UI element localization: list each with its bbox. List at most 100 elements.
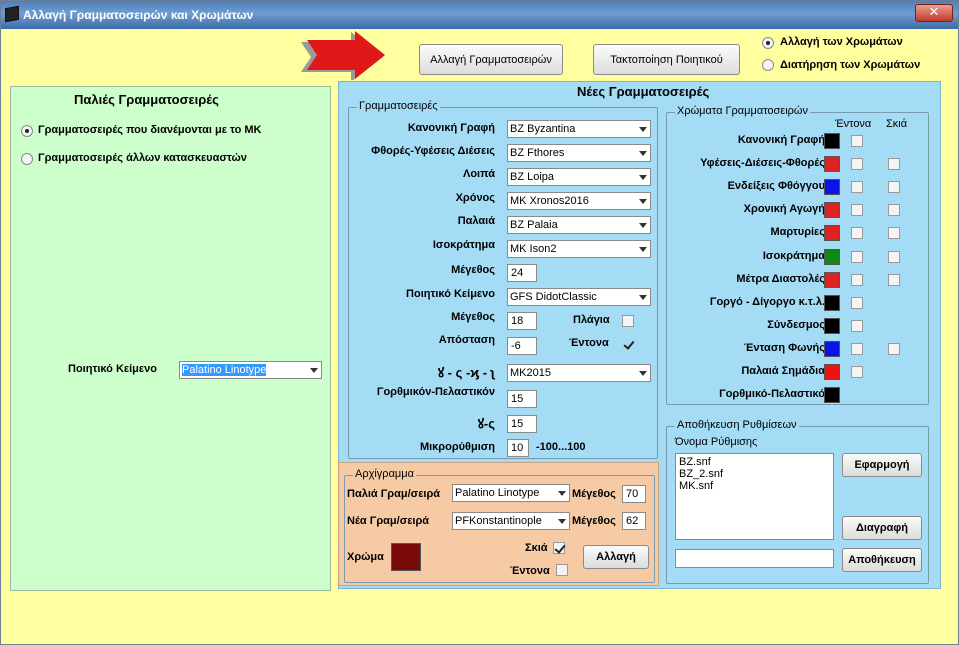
col-shadow-header: Σκιά xyxy=(886,118,908,130)
radio-change-colors[interactable] xyxy=(762,37,774,49)
list-item[interactable]: BZ.snf xyxy=(679,456,711,468)
shadow-checkbox[interactable] xyxy=(888,342,900,355)
color-swatch[interactable] xyxy=(824,225,840,242)
font-select-value: BZ Fthores xyxy=(510,147,565,159)
chevron-down-icon xyxy=(639,151,647,156)
shadow-checkbox[interactable] xyxy=(888,158,900,171)
color-swatch[interactable] xyxy=(824,387,840,404)
radio-mk-fonts[interactable] xyxy=(21,125,33,137)
bold-checkbox[interactable] xyxy=(851,250,863,263)
distance-input[interactable]: -6 xyxy=(507,337,537,355)
new-size-input[interactable]: 62 xyxy=(622,512,646,530)
bold-checkbox[interactable] xyxy=(622,338,634,350)
size-input[interactable]: 24 xyxy=(507,264,537,282)
bold-checkbox[interactable] xyxy=(851,158,863,171)
arrange-poetic-button[interactable]: Τακτοποίηση Ποιητικού xyxy=(593,44,740,75)
poetic-font-label: Ποιητικό Κείμενο xyxy=(406,288,495,300)
font-select-value: BZ Byzantina xyxy=(510,123,576,135)
new-font-select[interactable]: PFKonstantinople xyxy=(452,512,570,530)
color-swatch[interactable] xyxy=(824,294,840,311)
font-select-value: BZ Loipa xyxy=(510,171,555,183)
font-select-value: Palatino Linotype xyxy=(455,487,540,499)
save-button[interactable]: Αποθήκευση xyxy=(842,548,922,572)
bold-label: Έντονα xyxy=(569,337,609,349)
color-swatch[interactable] xyxy=(824,317,840,334)
change-button[interactable]: Αλλαγή xyxy=(583,545,649,569)
delete-button[interactable]: Διαγραφή xyxy=(842,516,922,540)
font-row-label: Κανονική Γραφή xyxy=(407,122,495,134)
new-fonts-title: Νέες Γραμματοσειρές xyxy=(577,84,710,99)
bold-checkbox[interactable] xyxy=(851,135,863,147)
fine-tune-input[interactable]: 10 xyxy=(507,439,529,457)
new-size-label: Μέγεθος xyxy=(572,515,616,527)
setting-name-label: Όνομα Ρύθμισης xyxy=(675,436,758,448)
settings-list[interactable]: BZ.snf BZ_2.snf MK.snf xyxy=(675,453,834,540)
bold-checkbox[interactable] xyxy=(851,204,863,217)
chevron-down-icon xyxy=(639,295,647,300)
bold-checkbox[interactable] xyxy=(851,319,863,332)
color-swatch[interactable] xyxy=(824,364,840,380)
archigramma-color-swatch[interactable] xyxy=(391,543,421,571)
font-select-normal[interactable]: BZ Byzantina xyxy=(507,120,651,138)
shadow-checkbox[interactable] xyxy=(553,542,565,554)
chevron-down-icon xyxy=(639,371,647,376)
radio-keep-colors-label: Διατήρηση των Χρωμάτων xyxy=(780,59,921,71)
poetic-size-input[interactable]: 18 xyxy=(507,312,537,330)
shadow-label: Σκιά xyxy=(525,542,548,554)
list-item[interactable]: BZ_2.snf xyxy=(679,468,724,480)
color-swatch[interactable] xyxy=(824,271,840,288)
bold-checkbox[interactable] xyxy=(851,366,863,378)
shadow-checkbox[interactable] xyxy=(888,181,900,194)
chevron-down-icon xyxy=(639,199,647,204)
shadow-checkbox[interactable] xyxy=(888,227,900,240)
radio-keep-colors[interactable] xyxy=(762,59,774,71)
gorthmikon-label: Γορθμικόν-Πελαστικόν xyxy=(376,386,495,398)
fine-tune-range: -100...100 xyxy=(536,441,586,453)
apply-button[interactable]: Εφαρμογή xyxy=(842,453,922,477)
font-select-value: PFKonstantinople xyxy=(455,515,542,527)
bold-checkbox[interactable] xyxy=(851,273,863,286)
color-row-label: Γορθμικό-Πελαστικό xyxy=(719,388,825,401)
font-select-fthores[interactable]: BZ Fthores xyxy=(507,144,651,162)
chevron-down-icon xyxy=(639,175,647,180)
radio-other-fonts[interactable] xyxy=(21,153,33,165)
font-select-loipa[interactable]: BZ Loipa xyxy=(507,168,651,186)
bold-checkbox[interactable] xyxy=(556,564,568,576)
old-font-select[interactable]: Palatino Linotype xyxy=(452,484,570,502)
color-swatch[interactable] xyxy=(824,248,840,265)
small-symbols-input[interactable]: 15 xyxy=(507,415,537,433)
close-button[interactable]: ✕ xyxy=(915,4,953,22)
shadow-checkbox[interactable] xyxy=(888,273,900,286)
change-fonts-button[interactable]: Αλλαγή Γραμματοσειρών xyxy=(419,44,563,75)
app-book-icon xyxy=(5,5,19,23)
list-item[interactable]: MK.snf xyxy=(679,480,714,492)
gorthmikon-input[interactable]: 15 xyxy=(507,390,537,408)
old-poetic-font-select[interactable]: Palatino Linotype xyxy=(179,361,322,379)
bold-checkbox[interactable] xyxy=(851,296,863,309)
old-poetic-text-label: Ποιητικό Κείμενο xyxy=(68,363,157,375)
bold-checkbox[interactable] xyxy=(851,342,863,355)
bold-checkbox[interactable] xyxy=(851,227,863,240)
color-swatch[interactable] xyxy=(824,340,840,357)
old-font-label: Παλιά Γραμ/σειρά xyxy=(347,488,441,500)
font-select-palaia[interactable]: BZ Palaia xyxy=(507,216,651,234)
symbols-font-select[interactable]: MK2015 xyxy=(507,364,651,382)
font-select-ison[interactable]: MK Ison2 xyxy=(507,240,651,258)
font-select-xronos[interactable]: MK Xronos2016 xyxy=(507,192,651,210)
shadow-checkbox[interactable] xyxy=(888,204,900,217)
color-swatch[interactable] xyxy=(824,156,840,173)
color-swatch[interactable] xyxy=(824,202,840,219)
fonts-group: Γραμματοσειρές Κανονική Γραφή BZ Byzanti… xyxy=(348,100,658,459)
poetic-font-select[interactable]: GFS DidotClassic xyxy=(507,288,651,306)
old-size-label: Μέγεθος xyxy=(572,488,616,500)
color-row-label: Κανονική Γραφή xyxy=(737,134,825,146)
bold-checkbox[interactable] xyxy=(851,181,863,194)
shadow-checkbox[interactable] xyxy=(888,250,900,263)
color-swatch[interactable] xyxy=(824,133,840,149)
setting-name-input[interactable] xyxy=(675,549,834,568)
chevron-down-icon xyxy=(558,491,566,496)
old-size-input[interactable]: 70 xyxy=(622,485,646,503)
italic-checkbox[interactable] xyxy=(622,315,634,327)
color-row-label: Παλαιά Σημάδια xyxy=(741,365,825,377)
color-swatch[interactable] xyxy=(824,179,840,196)
